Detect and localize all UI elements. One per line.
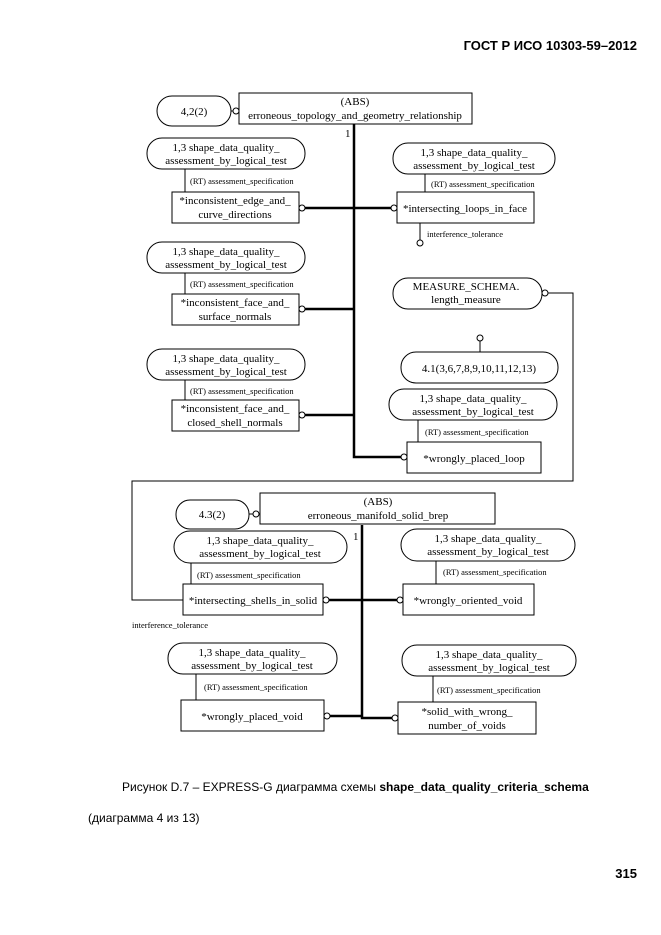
entity-wrongly-oriented-void <box>402 583 535 616</box>
ref-shape-data-quality-left-3 <box>146 348 306 381</box>
ent-left-2-line2: surface_normals <box>199 311 272 323</box>
connector-dot <box>252 510 260 518</box>
p2-ref-right-2-line1: 1,3 shape_data_quality_ <box>436 649 543 661</box>
p2-ref-left-1-line2: assessment_by_logical_test <box>199 548 321 560</box>
ref-shape-data-quality-left-1 <box>146 137 306 170</box>
ref-left-1-line1: 1,3 shape_data_quality_ <box>173 142 280 154</box>
entity-intersecting-shells-in-solid <box>182 583 324 616</box>
ref-right-1-line2: assessment_by_logical_test <box>413 160 535 172</box>
connector-dot <box>416 239 424 247</box>
cardinality-label-1: 1 <box>345 128 351 140</box>
connector-dot <box>298 411 306 419</box>
trunk-line-1 <box>352 123 403 459</box>
ref-left-2-line2: assessment_by_logical_test <box>165 259 287 271</box>
caption-prefix: Рисунок D.7 – EXPRESS-G диаграмма схемы <box>122 780 380 794</box>
connector-dot <box>322 596 330 604</box>
p2-ref-right-1-line2: assessment_by_logical_test <box>427 546 549 558</box>
p2-ent-left-2: *wrongly_placed_void <box>201 711 303 723</box>
abs-entity-1-line2: erroneous_topology_and_geometry_relation… <box>248 110 462 122</box>
ref-shape-data-quality-left-2 <box>146 241 306 274</box>
entity-wrongly-placed-loop <box>406 441 542 474</box>
measure-ref: 4.1(3,6,7,8,9,10,11,12,13) <box>422 363 537 375</box>
p2-ent-right-2-line2: number_of_voids <box>428 720 506 732</box>
connector-dot <box>400 453 408 461</box>
ent-left-3-line2: closed_shell_normals <box>187 417 282 429</box>
attr-right-1: interference_tolerance <box>427 229 503 239</box>
entity-solid-with-wrong-number-of-voids <box>397 701 537 735</box>
document-code-header: ГОСТ Р ИСО 10303-59–2012 <box>463 38 637 53</box>
ref-shape-data-quality-right-2 <box>388 388 558 421</box>
p2-ref-left-2-line1: 1,3 shape_data_quality_ <box>199 647 306 659</box>
entity-inconsistent-face-surface <box>171 293 300 326</box>
page-number: 315 <box>615 866 637 881</box>
p2-ref-left-1-line1: 1,3 shape_data_quality_ <box>207 535 314 547</box>
connector-dot <box>298 204 306 212</box>
abs-entity-1-line1: (ABS) <box>341 96 370 108</box>
rt-right-1: (RT) assessment_specification <box>431 179 535 189</box>
connector-dot <box>298 305 306 313</box>
ref-right-2-line1: 1,3 shape_data_quality_ <box>420 393 527 405</box>
ref-shape-data-quality-p2-right-2 <box>401 644 577 677</box>
figure-caption-subline: (диаграмма 4 из 13) <box>88 811 200 825</box>
p2-rt-right-1: (RT) assessment_specification <box>443 567 547 577</box>
ent-left-1-line2: curve_directions <box>198 209 271 221</box>
ref-left-1-line2: assessment_by_logical_test <box>165 155 287 167</box>
ref-left-3-line2: assessment_by_logical_test <box>165 366 287 378</box>
ref-shape-data-quality-p2-left-1 <box>173 530 348 564</box>
p2-ref-right-2-line2: assessment_by_logical_test <box>428 662 550 674</box>
p2-rt-right-2: (RT) assessment_specification <box>437 685 541 695</box>
ent-left-2-line1: *inconsistent_face_and_ <box>181 297 290 309</box>
rt-left-1: (RT) assessment_specification <box>190 176 294 186</box>
measure-line2: length_measure <box>431 294 501 306</box>
ref-right-2-line2: assessment_by_logical_test <box>412 406 534 418</box>
entity-inconsistent-edge-curve <box>171 191 300 224</box>
p2-attr-left-1: interference_tolerance <box>132 620 208 630</box>
cardinality-label-2: 1 <box>353 531 359 543</box>
ent-left-1-line1: *inconsistent_edge_and_ <box>179 195 291 207</box>
connector-dot <box>390 204 398 212</box>
entity-intersecting-loops-in-face <box>396 191 535 224</box>
rt-left-3: (RT) assessment_specification <box>190 386 294 396</box>
connector-dot <box>232 107 240 115</box>
figure-caption: Рисунок D.7 – EXPRESS-G диаграмма схемы … <box>122 780 589 794</box>
entity-inconsistent-face-closed-shell <box>171 399 300 432</box>
rt-left-2: (RT) assessment_specification <box>190 279 294 289</box>
caption-schema-name: shape_data_quality_criteria_schema <box>379 780 589 794</box>
p2-ent-right-2-line1: *solid_with_wrong_ <box>421 706 513 718</box>
page-ref-4-3-label: 4.3(2) <box>199 509 226 521</box>
ref-shape-data-quality-p2-right-1 <box>400 528 576 562</box>
ref-shape-data-quality-p2-left-2 <box>167 642 338 675</box>
trunk-line-2 <box>360 525 394 720</box>
p2-ref-right-1-line1: 1,3 shape_data_quality_ <box>435 533 542 545</box>
ref-shape-data-quality-right-1 <box>392 142 556 175</box>
rt-right-2: (RT) assessment_specification <box>425 427 529 437</box>
p2-ent-right-1: *wrongly_oriented_void <box>414 595 523 607</box>
long-connector-line <box>131 292 574 601</box>
ent-right-2: *wrongly_placed_loop <box>423 453 525 465</box>
p2-rt-left-2: (RT) assessment_specification <box>204 682 308 692</box>
connector-dot <box>396 596 404 604</box>
ent-right-1: *intersecting_loops_in_face <box>403 203 527 215</box>
ref-left-2-line1: 1,3 shape_data_quality_ <box>173 246 280 258</box>
p2-ent-left-1: *intersecting_shells_in_solid <box>189 595 318 607</box>
measure-page-ref <box>400 351 559 384</box>
measure-line1: MEASURE_SCHEMA. <box>413 281 520 293</box>
ref-right-1-line1: 1,3 shape_data_quality_ <box>421 147 528 159</box>
abs-entity-2-line1: (ABS) <box>364 496 393 508</box>
connector-dot <box>391 714 399 722</box>
ent-left-3-line1: *inconsistent_face_and_ <box>181 403 290 415</box>
p2-rt-left-1: (RT) assessment_specification <box>197 570 301 580</box>
p2-ref-left-2-line2: assessment_by_logical_test <box>191 660 313 672</box>
ref-left-3-line1: 1,3 shape_data_quality_ <box>173 353 280 365</box>
abs-entity-2-line2: erroneous_manifold_solid_brep <box>308 510 449 522</box>
abs-entity-manifold-solid-brep <box>259 492 496 525</box>
abs-entity-topology-geometry <box>238 92 473 125</box>
entity-wrongly-placed-void <box>180 699 325 732</box>
connector-dot <box>323 712 331 720</box>
connector-dot <box>541 289 549 297</box>
page-ref-4-2-label: 4,2(2) <box>181 106 208 118</box>
connector-dot <box>476 334 484 342</box>
